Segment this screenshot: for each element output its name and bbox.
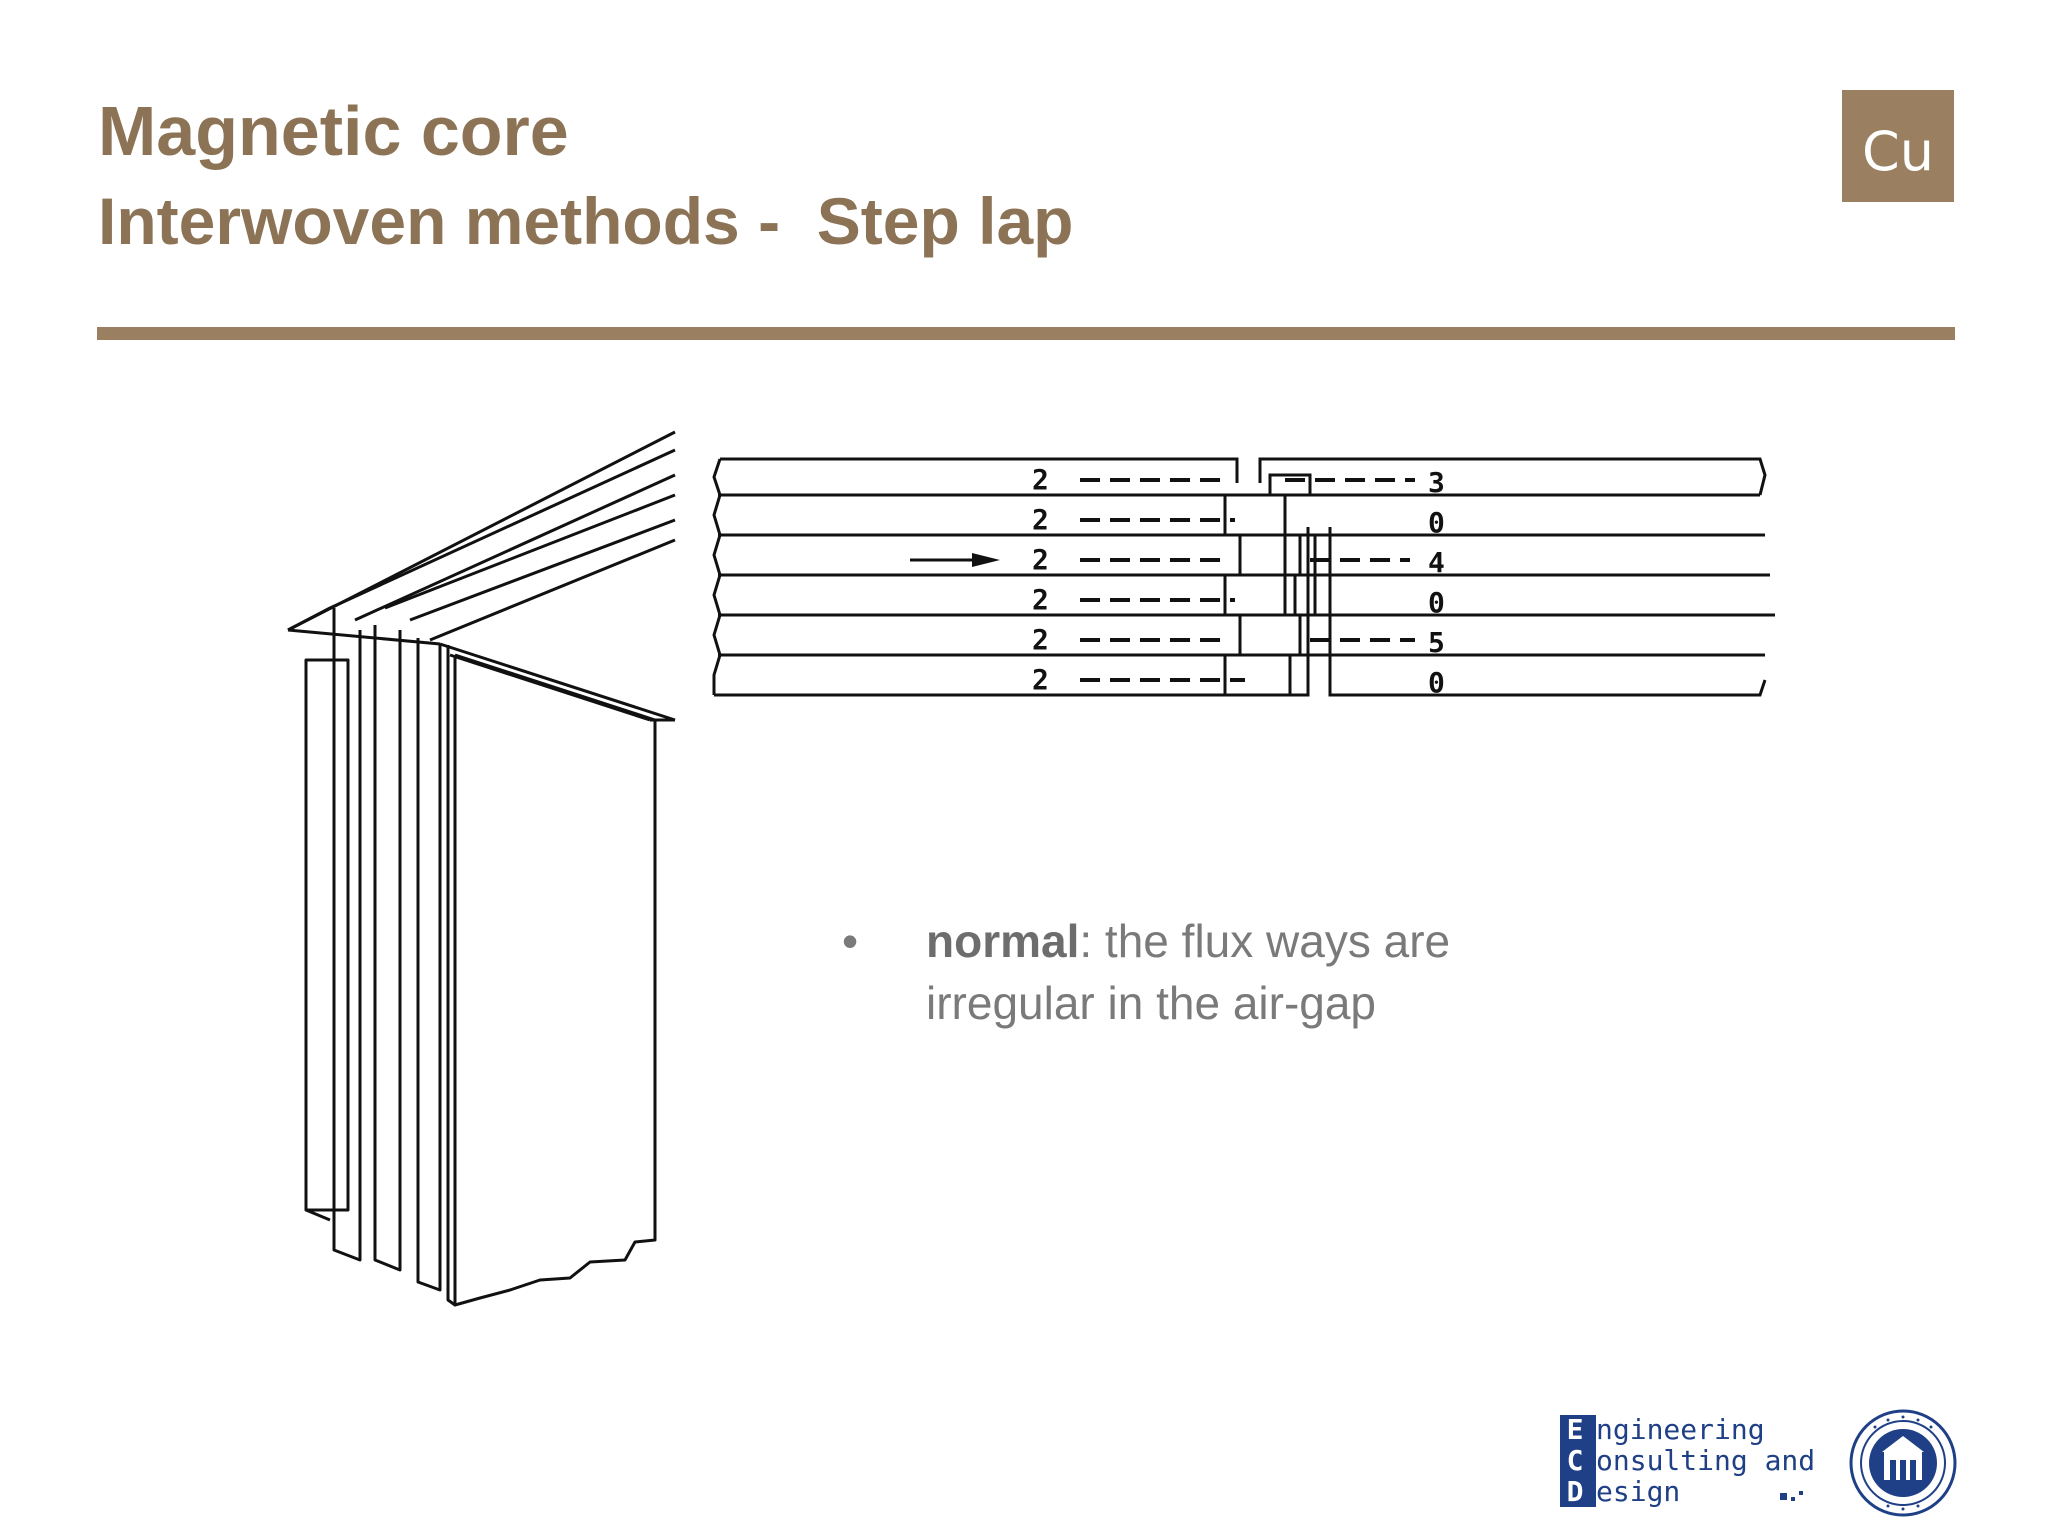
lap-label-left: 2	[1032, 503, 1049, 536]
lap-label-right: 0	[1428, 666, 1445, 699]
lap-label-right: 4	[1428, 546, 1445, 579]
bullet-item: normal: the flux ways are irregular in t…	[926, 910, 1566, 1034]
header-divider	[97, 327, 1955, 340]
bullet-term: normal	[926, 915, 1080, 967]
slide-title: Magnetic core	[98, 92, 569, 170]
lap-label-right: 3	[1428, 466, 1445, 499]
lap-label-left: 2	[1032, 623, 1049, 656]
slide-subtitle: Interwoven methods - Step lap	[98, 184, 1074, 258]
bullet-marker: •	[842, 915, 859, 967]
ecd-logo-bar	[1560, 1415, 1596, 1507]
cu-badge: Cu	[1842, 90, 1954, 202]
lap-label-left: 2	[1032, 583, 1049, 616]
bullet-description: : the flux ways are irregular in the air…	[926, 915, 1451, 1029]
lap-label-right: 5	[1428, 626, 1445, 659]
step-lap-joint-diagram: 2 2 2 2 2 2 3 0 4 0 5 0	[712, 457, 1775, 699]
lap-label-right: 0	[1428, 586, 1445, 619]
ecd-logo-dots	[1780, 1491, 1803, 1501]
lap-label-left: 2	[1032, 543, 1049, 576]
lap-label-left: 2	[1032, 463, 1049, 496]
lap-label-right: 0	[1428, 506, 1445, 539]
lap-label-left: 2	[1032, 663, 1049, 696]
core-corner-illustration	[287, 430, 676, 1307]
university-seal-icon	[1849, 1409, 1957, 1517]
